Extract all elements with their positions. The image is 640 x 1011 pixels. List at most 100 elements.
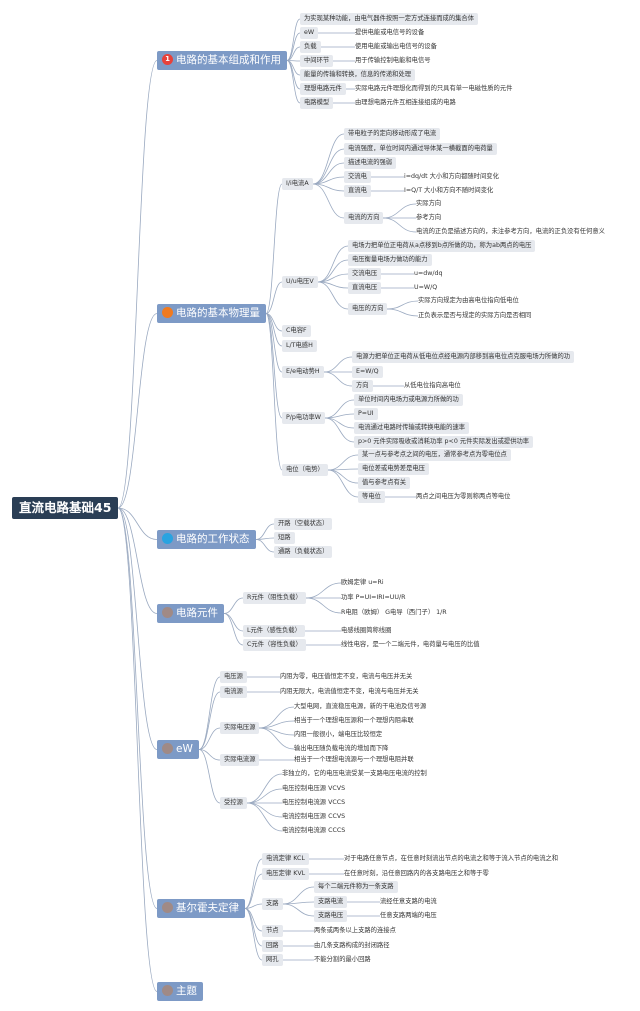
kirchhoff-item-6[interactable]: 网孔 xyxy=(262,954,283,966)
kirchhoff-item-5[interactable]: 回路 xyxy=(262,940,283,952)
resistor-item-1[interactable]: 欧姆定律 u=Ri xyxy=(341,579,384,586)
emf-item-1[interactable]: 电源力把单位正电荷从低电位点经电源内部移到高电位点克服电场力所做的功 xyxy=(352,351,575,363)
branch-item-3[interactable]: 支路电压 xyxy=(314,910,348,922)
current-direction-3[interactable]: 电流的正负是描述方向的，未注参考方向，电流的正负没有任何意义 xyxy=(416,228,605,235)
kirchhoff-item-2[interactable]: 电压定律 KVL xyxy=(262,868,310,880)
real-current-source-desc[interactable]: 相当于一个理想电流源与一个理想电阻并联 xyxy=(294,756,414,763)
element-3[interactable]: C元件（容性负载） xyxy=(243,639,306,651)
current-item-4[interactable]: 交流电 xyxy=(344,171,371,183)
real-voltage-source-4[interactable]: 输出电压随负载电流的增加而下降 xyxy=(294,745,389,752)
current-direction-2[interactable]: 参考方向 xyxy=(416,214,442,221)
working-state-3[interactable]: 通路（负载状态） xyxy=(274,546,333,558)
voltage-direction-2[interactable]: 正负表示是否与规定的实际方向是否相同 xyxy=(418,312,532,319)
source-3[interactable]: 实际电压源 xyxy=(220,722,260,734)
voltage-item-1[interactable]: 电场力把单位正电荷从a点移到b点所做的功，称为ab两点的电压 xyxy=(348,240,536,252)
b2-item-1[interactable]: I/i电流A xyxy=(282,178,313,190)
main-topic-6[interactable]: 基尔霍夫定律 xyxy=(157,899,245,918)
source-1[interactable]: 电压源 xyxy=(220,671,247,683)
resistor-item-2[interactable]: 功率 P=UI=IRI=UU/R xyxy=(341,594,406,601)
b1-item-3[interactable]: 负载 xyxy=(300,41,321,53)
real-voltage-source-3[interactable]: 内阻一般很小，端电压比较恒定 xyxy=(294,731,383,738)
b1-item-7[interactable]: 电路模型 xyxy=(300,97,334,109)
equipotential-desc[interactable]: 两点之间电压为零则称两点等电位 xyxy=(416,493,511,500)
real-voltage-source-1[interactable]: 大型电网，直流稳压电源，新的干电池及信号源 xyxy=(294,703,427,710)
b1-desc-3[interactable]: 用于传输控制电能和电信号 xyxy=(355,57,431,64)
inductor-desc[interactable]: 电感线圈简称线圈 xyxy=(341,627,392,634)
current-ac-desc[interactable]: i=dq/dt 大小和方向都随时间变化 xyxy=(404,173,499,180)
current-source-desc[interactable]: 内阻无限大，电流值恒定不变，电流与电压并无关 xyxy=(280,688,419,695)
kirchhoff-item-4[interactable]: 节点 xyxy=(262,925,283,937)
current-item-1[interactable]: 带电粒子的定向移动形成了电流 xyxy=(344,128,441,140)
loop-desc[interactable]: 由几条支路构成的封闭路径 xyxy=(314,942,390,949)
potential-item-4[interactable]: 等电位 xyxy=(358,491,385,503)
kirchhoff-item-1[interactable]: 电流定律 KCL xyxy=(262,853,309,865)
voltage-ac-desc[interactable]: u=dw/dq xyxy=(414,270,443,277)
current-direction-1[interactable]: 实际方向 xyxy=(416,200,442,207)
resistor-item-3[interactable]: R电阻（欧姆） G电导（西门子） 1/R xyxy=(341,609,447,616)
kvl-desc[interactable]: 在任意时刻，沿任意回路内的各支路电压之和等于零 xyxy=(344,870,489,877)
branch-voltage-desc[interactable]: 任意支路两端的电压 xyxy=(380,912,437,919)
b2-item-4[interactable]: L/T电感H xyxy=(282,340,317,352)
emf-direction-desc[interactable]: 从低电位指向高电位 xyxy=(404,382,461,389)
b1-item-1[interactable]: 为实现某种功能，由电气器件按照一定方式连接而成的集合体 xyxy=(300,13,479,25)
controlled-source-1[interactable]: 非独立的，它的电压电流受某一支路电压电流的控制 xyxy=(282,770,427,777)
branch-item-2[interactable]: 支路电流 xyxy=(314,896,348,908)
controlled-source-4[interactable]: 电流控制电压源 CCVS xyxy=(282,813,346,820)
b1-item-5[interactable]: 能量的传输和转换，信息的传递和处理 xyxy=(300,69,416,81)
node-desc[interactable]: 两条或两条以上支路的连接点 xyxy=(314,927,396,934)
working-state-2[interactable]: 短路 xyxy=(274,532,295,544)
power-item-3[interactable]: 电流通过电路时传输或转换电能的速率 xyxy=(354,422,470,434)
b1-item-2[interactable]: eW xyxy=(300,27,319,39)
source-4[interactable]: 实际电流源 xyxy=(220,754,260,766)
potential-item-1[interactable]: 某一点与参考点之间的电压，通常参考点为零电位点 xyxy=(358,449,511,461)
source-2[interactable]: 电流源 xyxy=(220,686,247,698)
mesh-desc[interactable]: 不能分割的最小回路 xyxy=(314,956,371,963)
b1-desc-4[interactable]: 实际电路元件理想化而得到的只具有单一电磁性质的元件 xyxy=(355,85,513,92)
b2-item-2[interactable]: U/u电压V xyxy=(282,276,318,288)
main-topic-7[interactable]: 主题 xyxy=(157,982,203,1001)
controlled-source-2[interactable]: 电压控制电压源 VCVS xyxy=(282,785,346,792)
current-item-3[interactable]: 描述电流的强弱 xyxy=(344,157,397,169)
kcl-desc[interactable]: 对于电路任意节点，在任意时刻流出节点的电流之和等于流入节点的电流之和 xyxy=(344,855,559,862)
b2-item-7[interactable]: 电位（电势） xyxy=(282,464,328,476)
branch-item-1[interactable]: 每个二端元件称为一条支路 xyxy=(314,881,398,893)
voltage-dc-desc[interactable]: U=W/Q xyxy=(414,284,438,291)
branch-current-desc[interactable]: 流经任意支路的电流 xyxy=(380,898,437,905)
element-2[interactable]: L元件（感性负载） xyxy=(243,625,305,637)
source-5[interactable]: 受控源 xyxy=(220,797,247,809)
voltage-source-desc[interactable]: 内阻为零，电压值恒定不变，电流与电压并无关 xyxy=(280,673,413,680)
voltage-item-3[interactable]: 交流电压 xyxy=(348,268,382,280)
power-item-4[interactable]: p>0 元件实际吸收或消耗功率 p<0 元件实际发出或提供功率 xyxy=(354,436,534,448)
b1-desc-1[interactable]: 提供电能或电信号的设备 xyxy=(355,29,425,36)
current-item-5[interactable]: 直流电 xyxy=(344,185,371,197)
capacitor-desc[interactable]: 线性电容，是一个二端元件，电荷量与电压的比值 xyxy=(341,641,480,648)
voltage-direction-1[interactable]: 实际方向规定为由高电位指向低电位 xyxy=(418,297,519,304)
element-1[interactable]: R元件（阻性负载） xyxy=(243,592,306,604)
real-voltage-source-2[interactable]: 相当于一个理想电压源和一个理想内阻串联 xyxy=(294,717,414,724)
current-item-2[interactable]: 电流强度，单位时间内通过导体某一横截面的电荷量 xyxy=(344,143,497,155)
voltage-item-4[interactable]: 直流电压 xyxy=(348,282,382,294)
b1-item-6[interactable]: 理想电路元件 xyxy=(300,83,346,95)
current-dc-desc[interactable]: I=Q/T 大小和方向不随时间变化 xyxy=(404,187,494,194)
b1-desc-2[interactable]: 使用电能或输出电信号的设备 xyxy=(355,43,437,50)
main-topic-5[interactable]: eW xyxy=(157,740,199,759)
b2-item-6[interactable]: P/p电功率W xyxy=(282,412,326,424)
working-state-1[interactable]: 开路（空载状态） xyxy=(274,518,333,530)
b1-item-4[interactable]: 中间环节 xyxy=(300,55,334,67)
main-topic-3[interactable]: 电路的工作状态 xyxy=(157,530,256,549)
power-item-1[interactable]: 单位时间内电场力或电源力所做的功 xyxy=(354,394,463,406)
controlled-source-3[interactable]: 电压控制电流源 VCCS xyxy=(282,799,346,806)
emf-item-2[interactable]: E=W/Q xyxy=(352,366,383,378)
controlled-source-5[interactable]: 电流控制电流源 CCCS xyxy=(282,827,346,834)
potential-item-2[interactable]: 电位差或电势差是电压 xyxy=(358,463,429,475)
b1-desc-5[interactable]: 由理想电路元件互相连接组成的电路 xyxy=(355,99,456,106)
main-topic-4[interactable]: 电路元件 xyxy=(157,604,224,623)
root-topic[interactable]: 直流电路基础45 xyxy=(12,497,119,519)
potential-item-3[interactable]: 值与参考点有关 xyxy=(358,477,411,489)
b2-item-3[interactable]: C电容F xyxy=(282,325,311,337)
voltage-item-5[interactable]: 电压的方向 xyxy=(348,303,388,315)
current-item-6[interactable]: 电流的方向 xyxy=(344,212,384,224)
main-topic-2[interactable]: 电路的基本物理量 xyxy=(157,304,266,323)
kirchhoff-item-3[interactable]: 支路 xyxy=(262,898,283,910)
